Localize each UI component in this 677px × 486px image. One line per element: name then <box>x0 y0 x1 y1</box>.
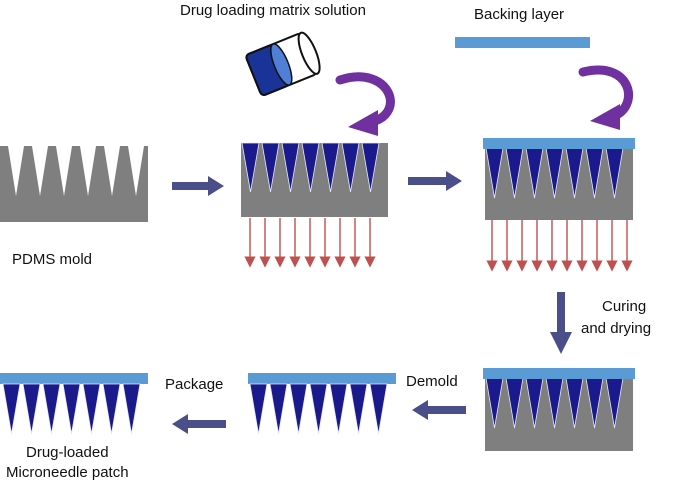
vacuum-arrows-2 <box>486 220 633 272</box>
vacuum-arrows-1 <box>244 218 376 268</box>
process-arrow-1 <box>172 176 224 196</box>
label-package: Package <box>165 376 224 393</box>
curved-arrow-1 <box>335 72 395 136</box>
label-and-drying: and drying <box>581 320 652 337</box>
label-demold: Demold <box>406 373 458 390</box>
final-patch <box>0 373 148 435</box>
curved-arrow-2 <box>578 65 633 130</box>
label-drug-loaded: Drug-loaded <box>26 444 109 461</box>
mold-cured <box>483 368 635 451</box>
label-microneedle-patch: Microneedle patch <box>6 464 129 481</box>
label-backing-layer: Backing layer <box>474 6 565 23</box>
label-curing: Curing <box>602 298 647 315</box>
process-arrow-2 <box>408 171 462 191</box>
vial-icon <box>245 31 321 96</box>
process-arrow-down <box>550 292 572 354</box>
label-pdms-mold: PDMS mold <box>12 251 93 268</box>
demolded-patch <box>248 373 396 435</box>
process-arrow-left-1 <box>412 400 466 420</box>
process-arrow-left-2 <box>172 414 226 434</box>
backing-layer-sample <box>455 37 590 48</box>
label-drug-loading: Drug loading matrix solution <box>180 2 366 19</box>
mold-with-backing <box>483 138 635 220</box>
pdms-mold <box>0 146 148 222</box>
mold-filled <box>241 142 388 217</box>
